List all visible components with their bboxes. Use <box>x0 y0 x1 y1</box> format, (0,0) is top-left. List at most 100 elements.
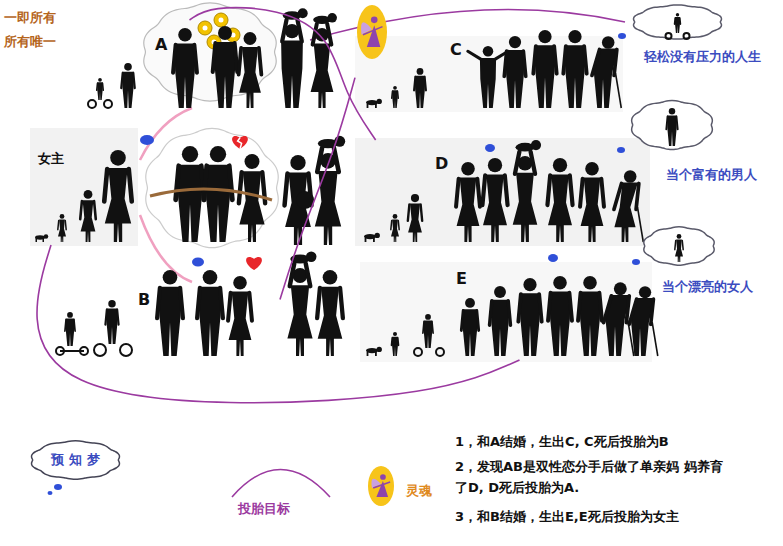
head <box>393 214 398 219</box>
body <box>480 58 496 108</box>
arm <box>173 45 176 73</box>
panel-ground <box>30 128 138 246</box>
man-silhouette <box>468 46 508 108</box>
body <box>58 220 66 243</box>
arm <box>390 220 392 229</box>
node-label: 女主 <box>38 151 64 167</box>
arm <box>105 310 106 325</box>
arm <box>523 51 525 76</box>
arm <box>468 51 481 59</box>
body <box>285 173 311 245</box>
body <box>239 47 261 108</box>
head <box>233 276 247 290</box>
arm <box>421 204 423 220</box>
body <box>457 178 480 242</box>
man-silhouette <box>392 86 399 108</box>
arm <box>592 49 600 75</box>
arm <box>398 220 400 229</box>
arm <box>461 310 463 330</box>
thought-bubble <box>485 144 495 152</box>
arm <box>317 148 322 172</box>
head <box>163 270 178 285</box>
raised-baby-head <box>306 252 316 262</box>
arm <box>570 175 573 205</box>
life-panel: D <box>355 140 650 245</box>
cane <box>616 73 622 108</box>
head <box>465 298 475 308</box>
arm <box>94 201 96 219</box>
head <box>110 150 126 166</box>
thought-bubble <box>548 254 558 262</box>
man-silhouette <box>105 300 118 344</box>
cloud-shape <box>634 5 722 39</box>
panel-ground <box>355 36 623 112</box>
arm <box>456 179 459 207</box>
man-silhouette <box>518 278 541 356</box>
dream-cloud: 当个漂亮的女人 <box>640 224 757 294</box>
body <box>513 173 538 242</box>
man-silhouette <box>197 270 223 356</box>
head <box>583 276 597 290</box>
arm <box>423 322 424 333</box>
head <box>245 154 260 169</box>
baby-head <box>377 99 382 104</box>
body <box>483 174 507 242</box>
head <box>244 32 257 45</box>
woman-silhouette <box>311 13 337 108</box>
heart <box>246 257 262 270</box>
arm <box>554 46 557 73</box>
arm <box>180 288 183 318</box>
head <box>553 276 567 290</box>
man-silhouette <box>592 36 621 108</box>
life-panel: B <box>50 250 280 360</box>
man-silhouette <box>391 332 398 356</box>
head <box>677 234 682 239</box>
body <box>463 309 478 356</box>
arm <box>228 293 231 321</box>
head <box>585 162 599 176</box>
body <box>581 178 604 242</box>
woman-silhouette <box>104 150 132 242</box>
man-silhouette <box>121 63 134 108</box>
woman-silhouette <box>239 32 262 108</box>
cloud-shape <box>32 441 120 479</box>
arm <box>432 322 433 333</box>
body <box>520 293 540 356</box>
body <box>392 90 398 108</box>
body <box>122 72 134 108</box>
body <box>199 287 221 356</box>
body <box>206 165 231 242</box>
arm <box>317 288 320 318</box>
man-silhouette <box>176 146 205 242</box>
body <box>287 285 312 356</box>
angel-head <box>371 17 378 24</box>
head <box>290 155 305 170</box>
arm <box>306 264 311 287</box>
head <box>568 30 581 43</box>
arm <box>65 320 66 331</box>
baby-limb <box>375 352 377 356</box>
reincarnation-curve <box>37 245 520 403</box>
man-silhouette <box>533 30 556 108</box>
arm <box>129 169 132 202</box>
target-arc <box>232 470 330 498</box>
body <box>105 168 131 242</box>
man-silhouette <box>666 108 677 146</box>
thought-bubble <box>192 258 204 267</box>
head <box>108 300 115 307</box>
baby-limb <box>367 104 369 108</box>
head <box>67 312 73 318</box>
head <box>676 13 679 16</box>
angel-head <box>380 474 386 480</box>
arm <box>490 301 492 326</box>
man-silhouette <box>490 286 511 356</box>
arm <box>539 294 542 321</box>
baby-silhouette <box>35 234 48 242</box>
dream-cloud: 当个富有的男人 <box>628 98 761 182</box>
arm <box>235 43 238 72</box>
legend-text: 投胎目标 <box>238 501 290 517</box>
woman-silhouette <box>675 234 683 262</box>
body <box>311 44 334 108</box>
man-silhouette <box>213 26 238 108</box>
